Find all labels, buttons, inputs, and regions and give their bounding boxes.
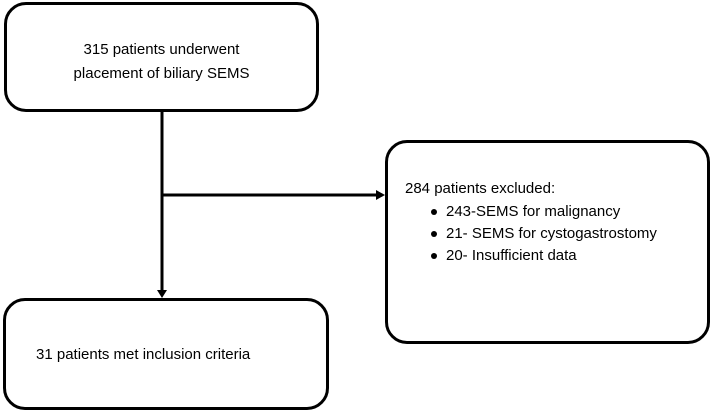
inclusion-box: 31 patients met inclusion criteria — [3, 298, 329, 410]
right-arrowhead — [376, 190, 385, 200]
enrollment-line-1: 315 patients underwent — [83, 41, 240, 58]
exclusion-item-label: 20- Insufficient data — [446, 247, 577, 264]
exclusion-item: 21- SEMS for cystogastrostomy — [388, 223, 657, 245]
inclusion-text: 31 patients met inclusion criteria — [36, 346, 251, 363]
exclusion-item: 243-SEMS for malignancy — [388, 201, 657, 223]
bullet-icon — [431, 209, 437, 215]
enrollment-text: 315 patients underwent placement of bili… — [74, 28, 250, 86]
bullet-icon — [431, 253, 437, 259]
down-arrowhead — [157, 290, 167, 298]
exclusion-box: 284 patients excluded: 243-SEMS for mali… — [385, 140, 710, 344]
bullet-icon — [431, 231, 437, 237]
exclusion-list: 243-SEMS for malignancy 21- SEMS for cys… — [388, 201, 657, 267]
enrollment-box: 315 patients underwent placement of bili… — [4, 2, 319, 112]
exclusion-item-label: 21- SEMS for cystogastrostomy — [446, 225, 657, 242]
exclusion-item-label: 243-SEMS for malignancy — [446, 203, 621, 220]
enrollment-line-2: placement of biliary SEMS — [73, 65, 250, 82]
exclusion-heading: 284 patients excluded: — [405, 180, 556, 197]
exclusion-item: 20- Insufficient data — [388, 245, 657, 267]
